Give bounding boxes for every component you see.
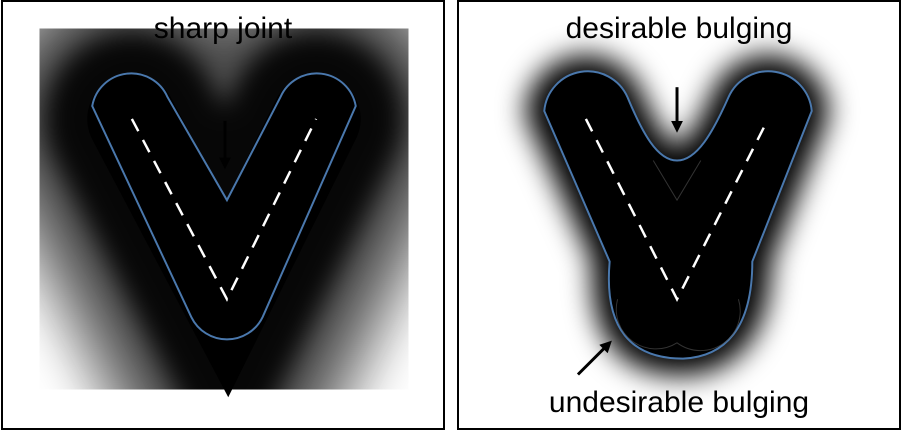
bulging-diagram (525, 55, 829, 376)
panel-bulging: desirable bulging undesirable bulging (457, 0, 901, 430)
sharp-joint-diagram (3, 2, 443, 428)
label-sharp-joint: sharp joint (153, 12, 293, 45)
skeleton-dashed-line (584, 118, 770, 302)
undesirable-bulging-arrow (576, 340, 612, 376)
shape-outline (543, 70, 813, 360)
shape-core (544, 71, 812, 359)
reference-contour (615, 160, 741, 352)
panel-sharp-joint: sharp joint (1, 0, 445, 430)
skeleton-dashed-line (130, 118, 318, 302)
shape-outline (91, 72, 357, 341)
label-desirable-bulging: desirable bulging (565, 12, 793, 45)
label-undesirable-bulging: undesirable bulging (548, 386, 810, 419)
